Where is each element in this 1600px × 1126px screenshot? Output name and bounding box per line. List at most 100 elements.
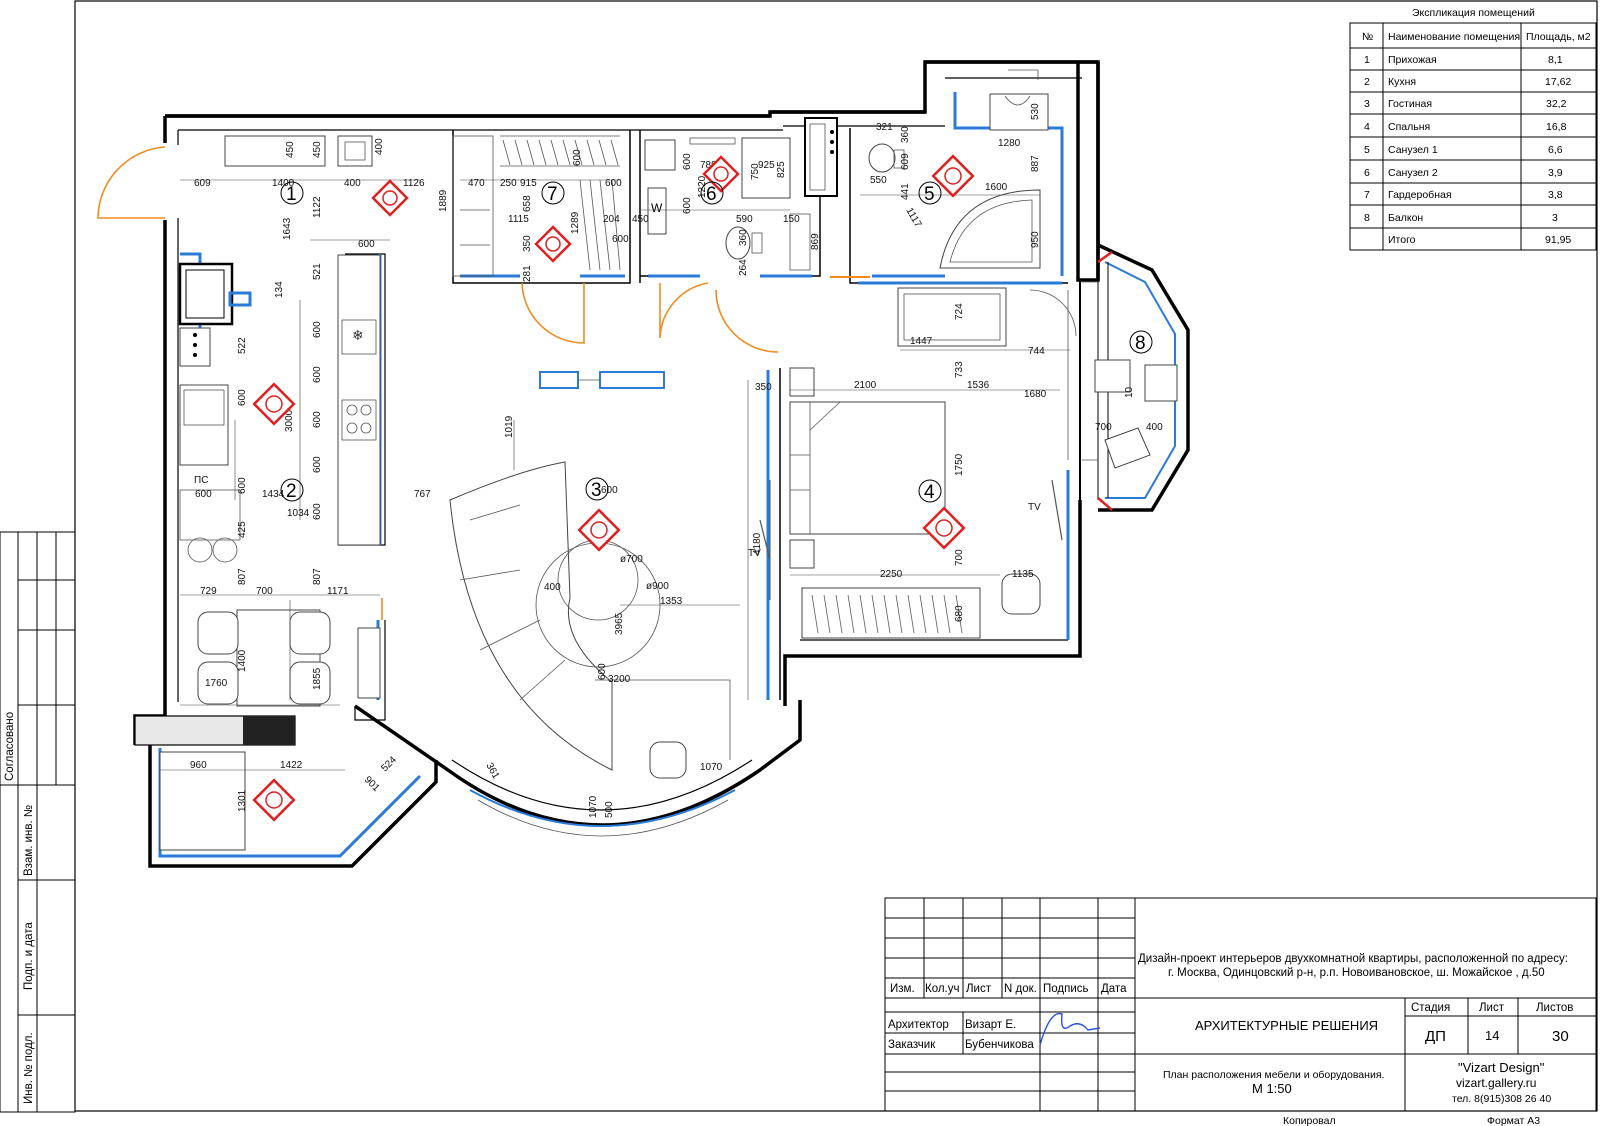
dimension-label: 350 <box>522 235 533 252</box>
washer-label: W <box>651 201 663 215</box>
dimension-label: 1070 <box>588 795 599 818</box>
dimension-label: 600 <box>312 366 323 383</box>
row-area: 8,1 <box>1548 54 1563 66</box>
agreed-label: Согласовано <box>4 712 16 781</box>
row-area: 32,2 <box>1546 98 1567 110</box>
row-area: 3,9 <box>1548 167 1563 179</box>
dimension-label: 600 <box>682 153 693 170</box>
dimension-label: 724 <box>954 303 965 320</box>
row-area: 3 <box>1552 212 1558 224</box>
stage-label: Стадия <box>1411 1002 1450 1014</box>
dimension-label: 2250 <box>880 569 903 580</box>
dimension-label: 1536 <box>967 380 990 391</box>
row-name: Спальня <box>1388 121 1430 133</box>
project-line-2: г. Москва, Одинцовский р-н, р.п. Новоива… <box>1168 967 1545 979</box>
bedroom-furniture <box>759 287 1063 639</box>
dimension-label: 400 <box>1146 422 1163 433</box>
doors <box>97 146 1077 620</box>
balcony <box>1082 243 1190 512</box>
dimension-label: 150 <box>783 214 800 225</box>
dimension-label: 4180 <box>752 532 763 555</box>
dimension-label: 600 <box>358 239 375 250</box>
room-label-1: 1 <box>286 184 297 205</box>
dimension-label: 425 <box>237 521 248 538</box>
room-label-3: 3 <box>591 480 602 501</box>
dimension-label: 1400 <box>237 649 248 672</box>
dimension-label: 1353 <box>660 596 683 607</box>
col-header-list: Лист <box>966 983 992 995</box>
dimension-label: 600 <box>312 456 323 473</box>
sheet-label: Лист <box>1479 1002 1505 1014</box>
row-name: Санузел 1 <box>1388 144 1438 156</box>
dimension-label: 3000 <box>284 409 295 432</box>
dimension-label: 807 <box>237 568 248 585</box>
living-furniture <box>449 461 731 779</box>
left-stamp: Согласовано Взам. инв. № Подп. и дата Ин… <box>0 531 76 1113</box>
section-title: АРХИТЕКТУРНЫЕ РЕШЕНИЯ <box>1195 1018 1378 1033</box>
dimension-label: 521 <box>312 263 323 280</box>
project-line-1: Дизайн-проект интерьеров двухкомнатной к… <box>1138 953 1568 965</box>
dimension-label: 658 <box>522 195 533 212</box>
stage-value: ДП <box>1425 1028 1446 1045</box>
dimension-label: 1889 <box>438 189 449 212</box>
dimension-label: 590 <box>736 214 753 225</box>
client-name: Бубенчикова <box>965 1039 1034 1051</box>
row-num: 6 <box>1364 167 1370 179</box>
dimension-label: 1019 <box>504 415 515 438</box>
dimension-label: 450 <box>632 214 649 225</box>
dimension-label: 600 <box>312 503 323 520</box>
dimension-label: 361 <box>483 761 501 781</box>
dimension-label: 767 <box>414 489 431 500</box>
row-name: Кухня <box>1388 76 1416 88</box>
dimension-label: 550 <box>870 175 887 186</box>
dimension-texts: 609 1400 400 1126 915 470 250 600 1115 2… <box>190 103 1163 818</box>
room-numbers: 1 2 3 4 5 6 7 8 <box>280 181 1153 503</box>
podp-label: Подп. и дата <box>23 922 35 990</box>
dimension-label: 522 <box>237 337 248 354</box>
bathroom-2-fixtures: W <box>644 117 838 271</box>
dimension-label: 400 <box>374 138 385 155</box>
dimension-label: 600 <box>601 485 618 496</box>
dimension-label: 600 <box>195 489 212 500</box>
dimension-label: 470 <box>468 178 485 189</box>
dimension-label: 204 <box>603 214 620 225</box>
row-name: Итого <box>1388 234 1416 246</box>
dimension-label: 3965 <box>614 612 625 635</box>
dimension-label: 887 <box>1030 155 1041 172</box>
dimension-label: 950 <box>1030 231 1041 248</box>
kitchen-furniture: ❄ <box>159 254 381 851</box>
dimension-label: 733 <box>954 361 965 378</box>
inv-label: Инв. № подл. <box>23 1032 35 1104</box>
dimension-label: 750 <box>750 163 761 180</box>
room-label-5: 5 <box>924 184 935 205</box>
header-name: Наименование помещения <box>1388 31 1520 43</box>
svg-text:❄: ❄ <box>352 327 364 343</box>
dimension-label: 1070 <box>700 762 723 773</box>
dimension-label: 1400 <box>272 178 295 189</box>
dimension-label: 729 <box>200 586 217 597</box>
col-header-ndok: N док. <box>1004 983 1037 995</box>
dimension-label: 1760 <box>205 678 228 689</box>
row-name: Санузел 2 <box>1388 167 1438 179</box>
bathroom-1-fixtures <box>868 69 1049 269</box>
dimension-label: 700 <box>1095 422 1112 433</box>
drawing-title: План расположения мебели и оборудования. <box>1163 1069 1384 1081</box>
row-area: 17,62 <box>1545 76 1571 88</box>
dimension-label: 901 <box>362 774 382 794</box>
dimension-label: 600 <box>682 197 693 214</box>
dimension-label: 1600 <box>985 182 1008 193</box>
col-header-podpis: Подпись <box>1043 983 1089 995</box>
title-block: Изм. Кол.уч Лист N док. Подпись Дата Арх… <box>884 897 1597 1126</box>
dimension-label: 700 <box>256 586 273 597</box>
room-label-2: 2 <box>286 481 297 502</box>
row-num: 3 <box>1364 98 1370 110</box>
dimension-label: 1301 <box>237 789 248 812</box>
dimension-label: 744 <box>1028 346 1045 357</box>
company-phone: тел. 8(915)308 26 40 <box>1452 1093 1551 1105</box>
dimension-label: 1289 <box>570 211 581 234</box>
dimension-label: 281 <box>522 265 533 282</box>
row-area: 16,8 <box>1546 121 1567 133</box>
floor-plan: ❄ W <box>97 60 1190 868</box>
diameter-label: ø700 <box>620 554 643 565</box>
